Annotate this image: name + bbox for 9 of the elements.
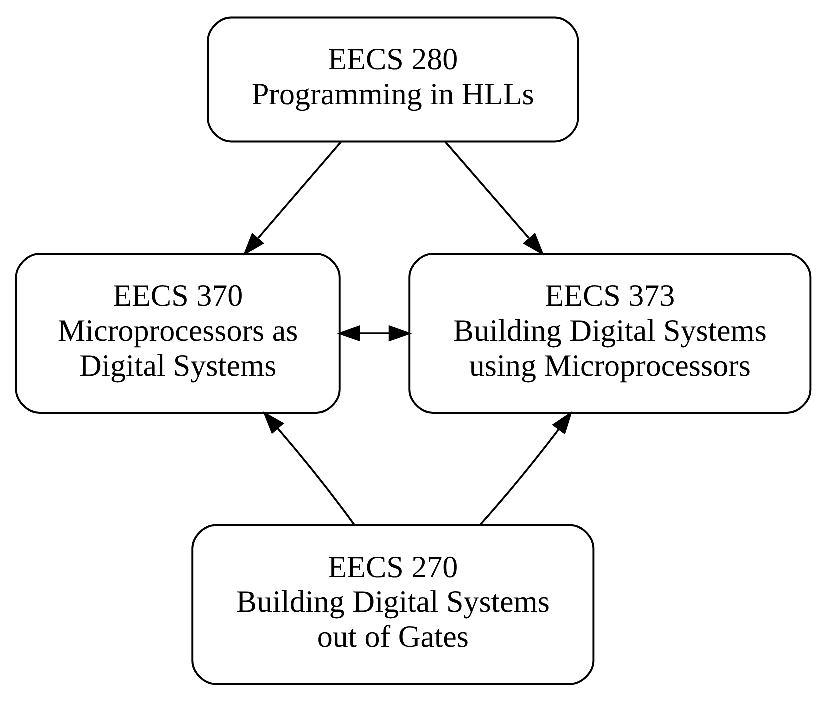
arrow [262,411,356,526]
node-box: EECS 373 Building Digital Systems using Microprocessors [408,253,812,414]
arrow [243,142,342,256]
arrow [444,142,544,256]
node-box: EECS 280 Programming in HLLs [207,16,580,143]
arrow [479,411,573,526]
node-box: EECS 270 Building Digital Systems out of Gates [192,524,595,686]
arrow [337,325,412,342]
node-box: EECS 370 Microprocessors as Digital Systems [15,253,341,414]
